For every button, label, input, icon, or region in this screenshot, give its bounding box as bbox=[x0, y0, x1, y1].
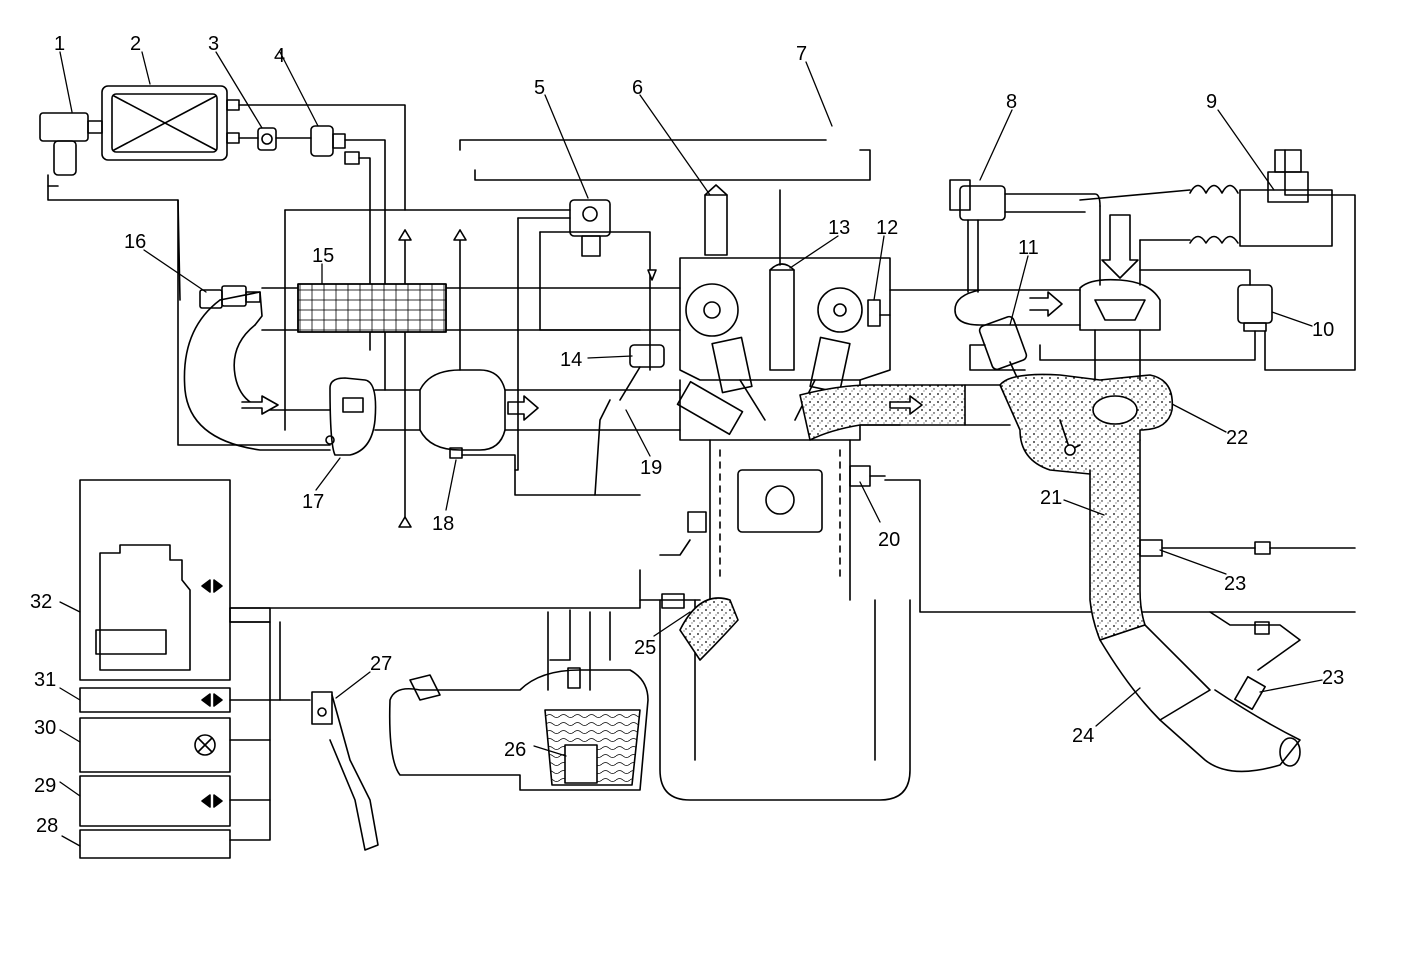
callout-2: 2 bbox=[130, 33, 141, 55]
flow-arrow-icon bbox=[507, 395, 539, 421]
line bbox=[238, 104, 406, 211]
intake-duct-inner bbox=[233, 324, 331, 411]
callout-23-upper: 23 bbox=[1224, 573, 1246, 595]
callout-32: 32 bbox=[30, 591, 52, 613]
callout-27: 27 bbox=[370, 653, 392, 675]
callout-29: 29 bbox=[34, 775, 56, 797]
component-knock-sensor bbox=[659, 511, 707, 556]
callout-labels: 1 2 3 4 5 6 7 8 9 10 11 12 13 14 15 16 1… bbox=[30, 33, 1344, 837]
component-12-sensor bbox=[867, 299, 881, 327]
callout-22: 22 bbox=[1226, 427, 1248, 449]
module-29 bbox=[79, 775, 231, 827]
down-arrow-icon bbox=[647, 269, 657, 281]
component-1-sensor bbox=[39, 112, 103, 187]
module-30 bbox=[79, 717, 231, 773]
callout-26: 26 bbox=[504, 739, 526, 761]
engine-block bbox=[659, 379, 911, 801]
component-turbo-compressor bbox=[1079, 278, 1161, 331]
component-4-actuator bbox=[310, 125, 360, 165]
callout-3: 3 bbox=[208, 33, 219, 55]
module-28 bbox=[79, 829, 231, 859]
ecu-module bbox=[79, 479, 271, 681]
callout-31: 31 bbox=[34, 669, 56, 691]
component-25-crank-sensor bbox=[661, 593, 739, 661]
callout-15: 15 bbox=[312, 245, 334, 267]
callout-6: 6 bbox=[632, 77, 643, 99]
callout-7: 7 bbox=[796, 43, 807, 65]
callout-28: 28 bbox=[36, 815, 58, 837]
callout-17: 17 bbox=[302, 491, 324, 513]
lamp-icon bbox=[194, 734, 216, 756]
callout-24: 24 bbox=[1072, 725, 1094, 747]
component-6-injector bbox=[704, 194, 728, 256]
component-24-converter bbox=[1099, 624, 1211, 721]
harness bbox=[229, 569, 641, 609]
piston bbox=[737, 469, 823, 533]
component-23-oxygen-sensor-lower bbox=[1209, 611, 1301, 711]
component-19-injector bbox=[594, 380, 744, 496]
flow-arrow-icon bbox=[1101, 214, 1139, 279]
callout-20: 20 bbox=[878, 529, 900, 551]
callout-14: 14 bbox=[560, 349, 582, 371]
up-arrow-icon bbox=[398, 516, 412, 528]
flow-arrow-icon bbox=[241, 395, 279, 415]
callout-21: 21 bbox=[1040, 487, 1062, 509]
component-27-pedal bbox=[311, 691, 379, 851]
bidirectional-arrows-icon bbox=[201, 579, 211, 593]
callout-1: 1 bbox=[54, 33, 65, 55]
intake-pipe bbox=[444, 287, 681, 331]
bidirectional-arrows-icon bbox=[201, 693, 211, 707]
callout-12: 12 bbox=[876, 217, 898, 239]
callout-30: 30 bbox=[34, 717, 56, 739]
component-3-valve bbox=[257, 127, 277, 151]
component-9-sensor bbox=[1189, 149, 1333, 247]
intake-duct-outer bbox=[183, 299, 331, 451]
component-26-fuel-tank bbox=[388, 667, 649, 791]
component-2-air-filter bbox=[101, 85, 240, 161]
component-17-throttle bbox=[325, 377, 377, 456]
callout-25: 25 bbox=[634, 637, 656, 659]
component-8-valve bbox=[949, 179, 1101, 293]
callout-11: 11 bbox=[1018, 237, 1039, 259]
line bbox=[177, 199, 181, 301]
callout-4: 4 bbox=[274, 45, 285, 67]
component-16-sensor bbox=[199, 285, 261, 309]
component-18-sensor bbox=[449, 447, 641, 496]
up-arrow-icon bbox=[453, 229, 467, 241]
callout-10: 10 bbox=[1312, 319, 1334, 341]
callout-9: 9 bbox=[1206, 91, 1217, 113]
up-arrow-icon bbox=[398, 229, 412, 241]
callout-5: 5 bbox=[534, 77, 545, 99]
component-15-intercooler bbox=[297, 283, 447, 333]
callout-16: 16 bbox=[124, 231, 146, 253]
exhaust-port bbox=[799, 384, 966, 441]
component-13-injector bbox=[769, 269, 795, 371]
component-23-oxygen-sensor-upper bbox=[1139, 539, 1356, 557]
callout-13: 13 bbox=[828, 217, 850, 239]
callout-leaders bbox=[59, 51, 1323, 847]
component-21-downpipe bbox=[1089, 439, 1146, 641]
callout-18: 18 bbox=[432, 513, 454, 535]
bidirectional-arrows-icon bbox=[201, 794, 211, 808]
callout-8: 8 bbox=[1006, 91, 1017, 113]
callout-19: 19 bbox=[640, 457, 662, 479]
component-14-sensor bbox=[619, 344, 665, 401]
callout-23-lower: 23 bbox=[1322, 667, 1344, 689]
component-10-sensor bbox=[1039, 149, 1356, 371]
component-5-valve bbox=[539, 199, 651, 371]
component-plenum bbox=[419, 369, 506, 451]
